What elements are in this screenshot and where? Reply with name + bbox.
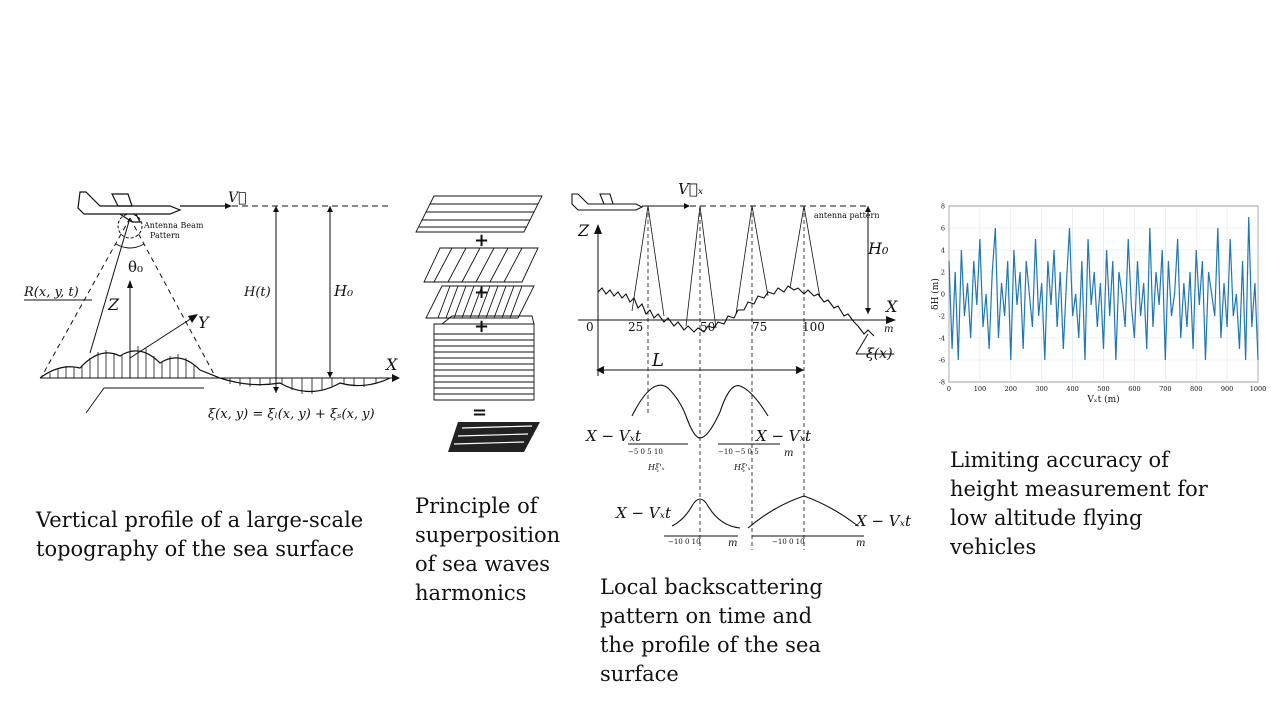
x-tick-label: 100	[974, 385, 986, 393]
unit-label-2: m	[784, 448, 793, 459]
x-tick-label: 600	[1128, 385, 1140, 393]
x-tick-label: 400	[1066, 385, 1078, 393]
x-axis-label: Vₓt (m)	[1086, 394, 1119, 405]
tick-75: 75	[752, 320, 767, 334]
height-error-line	[948, 216, 1259, 361]
y-axis-label: Y	[198, 313, 210, 332]
y-axis-label: δH (m)	[930, 278, 941, 310]
x-tick-label: 0	[947, 385, 951, 393]
height-0-label: H₀	[333, 282, 353, 300]
backscatter-panel: V⃗ₓ H₀ antenna pattern Z X m 0 25 50	[568, 176, 918, 551]
airplane-icon	[77, 191, 182, 223]
pattern-axis-label-1: X − Vₓt	[585, 427, 642, 445]
length-label: L	[651, 350, 664, 371]
superposition-diagram: + + + =	[415, 195, 543, 452]
x-tick-label: 200	[1005, 385, 1017, 393]
topography-diagram: V⃗ Antenna Beam Pattern θ₀ R(x, y, t) Z …	[23, 190, 400, 422]
tick-25: 25	[628, 320, 643, 334]
backscatter-caption: Local backscattering pattern on time and…	[600, 575, 823, 686]
plus-sign-3: +	[474, 316, 489, 337]
range-label: R(x, y, t)	[23, 285, 79, 300]
plus-sign-1: +	[474, 230, 489, 251]
equals-sign: =	[472, 402, 487, 423]
pattern-axis-label-4: X − Vₓt	[855, 512, 912, 530]
antenna-label-2: Pattern	[150, 231, 180, 240]
bottom-ticks-left: −10 0 10	[668, 538, 701, 546]
plus-sign-2: +	[474, 282, 489, 303]
height-0-label: H₀	[867, 239, 889, 258]
z-axis-label: Z	[577, 221, 590, 240]
surface-equation: ξ(x, y) = ξₗ(x, y) + ξₛ(x, y)	[208, 407, 375, 422]
y-tick-label: -8	[939, 379, 945, 387]
superposition-panel: + + + =	[412, 190, 552, 458]
antenna-pattern-label: antenna pattern	[814, 211, 880, 220]
topography-caption: Vertical profile of a large-scale topogr…	[36, 508, 364, 561]
y-tick-label: 0	[941, 291, 945, 299]
tick-100: 100	[802, 320, 825, 334]
x-tick-label: 300	[1035, 385, 1047, 393]
theta-label: θ₀	[128, 258, 143, 276]
y-tick-label: 8	[941, 203, 945, 211]
xi-label: ξ(x)	[866, 346, 893, 362]
velocity-label: V⃗ₓ	[678, 180, 704, 198]
small-ticks-left: −5 0 5 10	[628, 448, 663, 456]
height-error-chart: 0 100 200 300 400 500 600 700 800 900 1000 8 6 4 2 0 -2 -…	[930, 203, 1267, 406]
x-tick-label: 500	[1097, 385, 1109, 393]
y-tick-label: -2	[939, 313, 945, 321]
backscatter-diagram: V⃗ₓ H₀ antenna pattern Z X m 0 25 50	[571, 180, 912, 551]
y-tick-label: -6	[939, 357, 945, 365]
unit-label-3: m	[728, 538, 737, 549]
small-ticks-right: −10 −5 0 5	[718, 448, 759, 456]
x-tick-label: 800	[1190, 385, 1202, 393]
y-tick-label: 2	[941, 269, 945, 277]
x-tick-label: 700	[1159, 385, 1171, 393]
pattern-axis-label-3: X − Vₓt	[615, 504, 672, 522]
z-axis-label: Z	[107, 295, 120, 314]
accuracy-caption: Limiting accuracy of height measurement …	[950, 448, 1208, 559]
unit-label-4: m	[856, 538, 865, 549]
superposition-caption: Principle of superposition of sea waves …	[415, 494, 561, 605]
x-tick-label: 900	[1221, 385, 1233, 393]
accuracy-chart-panel: 0 100 200 300 400 500 600 700 800 900 1000 8 6 4 2 0 -2 -…	[928, 198, 1272, 410]
antenna-label: Antenna Beam	[143, 221, 204, 230]
hxi-label-2: Hξ'ₓ	[733, 463, 751, 472]
y-tick-label: 6	[941, 225, 945, 233]
unit-label: m	[884, 324, 893, 335]
x-axis-label: X	[884, 297, 898, 316]
x-axis-label: X	[384, 355, 398, 374]
topography-panel: V⃗ Antenna Beam Pattern θ₀ R(x, y, t) Z …	[20, 178, 410, 428]
y-tick-label: -4	[939, 335, 945, 343]
x-tick-label: 1000	[1250, 385, 1267, 393]
y-tick-label: 4	[941, 247, 945, 255]
height-t-label: H(t)	[243, 285, 271, 300]
tick-0: 0	[586, 320, 594, 334]
velocity-label: V⃗	[228, 190, 247, 206]
airplane-icon	[571, 193, 644, 211]
hxi-label-1: Hξ'ₓ	[647, 463, 665, 472]
bottom-ticks-right: −10 0 10	[772, 538, 805, 546]
pattern-axis-label-2: X − Vₓt	[755, 427, 812, 445]
